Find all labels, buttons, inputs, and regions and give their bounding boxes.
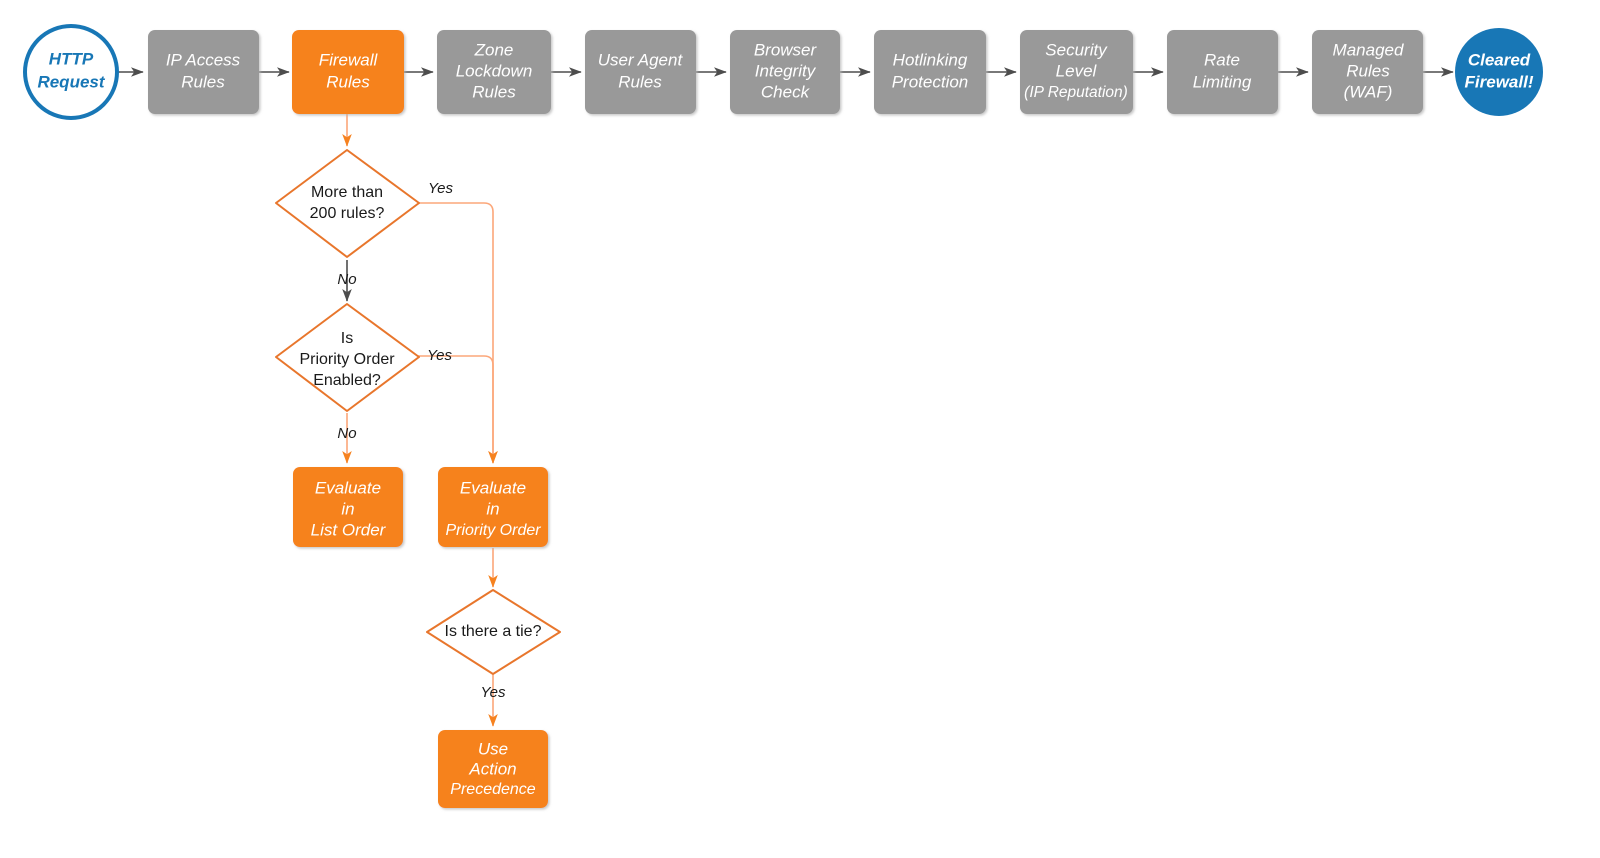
hotlinking-protection-line-1: Hotlinking <box>893 50 968 69</box>
node-http-request[interactable]: HTTP Request <box>23 24 119 120</box>
ip-access-rules-line-2: Rules <box>181 72 225 91</box>
node-evaluate-list-order[interactable]: Evaluate in List Order <box>293 467 403 547</box>
edge-decision1-yes-to-priority-order <box>418 202 498 464</box>
evaluate-priority-order-line-3: Priority Order <box>445 522 541 539</box>
firewall-rules-line-1: Firewall <box>319 50 379 69</box>
node-more-than-200-rules[interactable]: More than 200 rules? <box>275 149 420 258</box>
edge-label-yes-3: Yes <box>480 684 506 701</box>
user-agent-rules-line-1: User Agent <box>598 50 684 69</box>
more-than-200-rules-diamond[interactable] <box>275 149 420 258</box>
edge-label-no-2: No <box>337 425 356 442</box>
use-action-precedence-line-3: Precedence <box>450 781 535 798</box>
zone-lockdown-rules-line-3: Rules <box>472 82 516 101</box>
edge-labels: Yes No Yes No Yes <box>337 180 506 701</box>
hotlinking-protection-box[interactable] <box>874 30 986 114</box>
node-is-there-a-tie[interactable]: Is there a tie? <box>426 589 561 675</box>
rate-limiting-line-2: Limiting <box>1193 72 1252 91</box>
http-request-circle[interactable] <box>23 24 119 120</box>
use-action-precedence-line-2: Action <box>468 759 516 778</box>
user-agent-rules-line-2: Rules <box>618 72 662 91</box>
security-level-line-3: (IP Reputation) <box>1024 84 1128 101</box>
is-there-a-tie-line-1: Is there a tie? <box>445 623 542 640</box>
evaluate-priority-order-box[interactable] <box>438 467 548 547</box>
http-request-line-1: HTTP <box>49 49 94 68</box>
edge-label-no-1: No <box>337 271 356 288</box>
cleared-firewall-line-1: Cleared <box>1468 50 1531 69</box>
http-request-line-2: Request <box>37 72 105 91</box>
managed-rules-waf-line-2: Rules <box>1346 61 1390 80</box>
more-than-200-rules-line-1: More than <box>311 184 383 201</box>
hotlinking-protection-line-2: Protection <box>892 72 969 91</box>
rate-limiting-box[interactable] <box>1167 30 1278 114</box>
edge-label-yes-1: Yes <box>428 180 454 197</box>
is-priority-order-enabled-line-2: Priority Order <box>299 351 395 368</box>
managed-rules-waf-line-3: (WAF) <box>1344 82 1393 101</box>
use-action-precedence-box[interactable] <box>438 730 548 808</box>
browser-integrity-check-line-3: Check <box>761 82 811 101</box>
security-level-line-1: Security <box>1045 40 1108 59</box>
zone-lockdown-rules-line-2: Lockdown <box>456 61 533 80</box>
node-cleared-firewall[interactable]: Cleared Firewall! <box>1455 28 1543 116</box>
cleared-firewall-line-2: Firewall! <box>1465 72 1534 91</box>
evaluate-list-order-line-2: in <box>341 499 354 518</box>
browser-integrity-check-box[interactable] <box>730 30 840 114</box>
node-ip-access-rules[interactable]: IP Access Rules <box>148 30 259 114</box>
security-level-box[interactable] <box>1020 30 1133 114</box>
evaluate-priority-order-line-1: Evaluate <box>460 478 526 497</box>
node-use-action-precedence[interactable]: Use Action Precedence <box>438 730 548 808</box>
security-level-line-2: Level <box>1056 61 1098 80</box>
edge-label-yes-2: Yes <box>427 347 453 364</box>
cleared-firewall-circle[interactable] <box>1455 28 1543 116</box>
managed-rules-waf-line-1: Managed <box>1333 40 1404 59</box>
node-firewall-rules[interactable]: Firewall Rules <box>292 30 404 114</box>
node-hotlinking-protection[interactable]: Hotlinking Protection <box>874 30 986 114</box>
rate-limiting-line-1: Rate <box>1204 50 1240 69</box>
firewall-rules-box[interactable] <box>292 30 404 114</box>
zone-lockdown-rules-box[interactable] <box>437 30 551 114</box>
node-security-level[interactable]: Security Level (IP Reputation) <box>1020 30 1133 114</box>
firewall-rules-line-2: Rules <box>326 72 370 91</box>
is-there-a-tie-diamond[interactable] <box>426 589 561 675</box>
node-user-agent-rules[interactable]: User Agent Rules <box>585 30 696 114</box>
evaluate-priority-order-line-2: in <box>486 499 499 518</box>
node-managed-rules-waf[interactable]: Managed Rules (WAF) <box>1312 30 1423 114</box>
is-priority-order-enabled-line-3: Enabled? <box>313 372 381 389</box>
zone-lockdown-rules-line-1: Zone <box>474 40 514 59</box>
ip-access-rules-box[interactable] <box>148 30 259 114</box>
node-is-priority-order-enabled[interactable]: Is Priority Order Enabled? <box>275 303 420 412</box>
node-evaluate-priority-order[interactable]: Evaluate in Priority Order <box>438 467 548 547</box>
decision-connectors <box>342 112 498 727</box>
is-priority-order-enabled-line-1: Is <box>341 330 353 347</box>
node-zone-lockdown-rules[interactable]: Zone Lockdown Rules <box>437 30 551 114</box>
edge-decision2-yes-to-priority-order <box>418 355 498 464</box>
node-rate-limiting[interactable]: Rate Limiting <box>1167 30 1278 114</box>
evaluate-list-order-line-1: Evaluate <box>315 478 381 497</box>
ip-access-rules-line-1: IP Access <box>166 50 241 69</box>
use-action-precedence-line-1: Use <box>478 739 508 758</box>
managed-rules-waf-box[interactable] <box>1312 30 1423 114</box>
is-priority-order-enabled-diamond[interactable] <box>275 303 420 412</box>
more-than-200-rules-line-2: 200 rules? <box>310 205 385 222</box>
browser-integrity-check-line-1: Browser <box>754 40 818 59</box>
evaluate-list-order-line-3: List Order <box>311 520 387 539</box>
node-browser-integrity-check[interactable]: Browser Integrity Check <box>730 30 840 114</box>
user-agent-rules-box[interactable] <box>585 30 696 114</box>
browser-integrity-check-line-2: Integrity <box>755 61 817 80</box>
evaluate-list-order-box[interactable] <box>293 467 403 547</box>
